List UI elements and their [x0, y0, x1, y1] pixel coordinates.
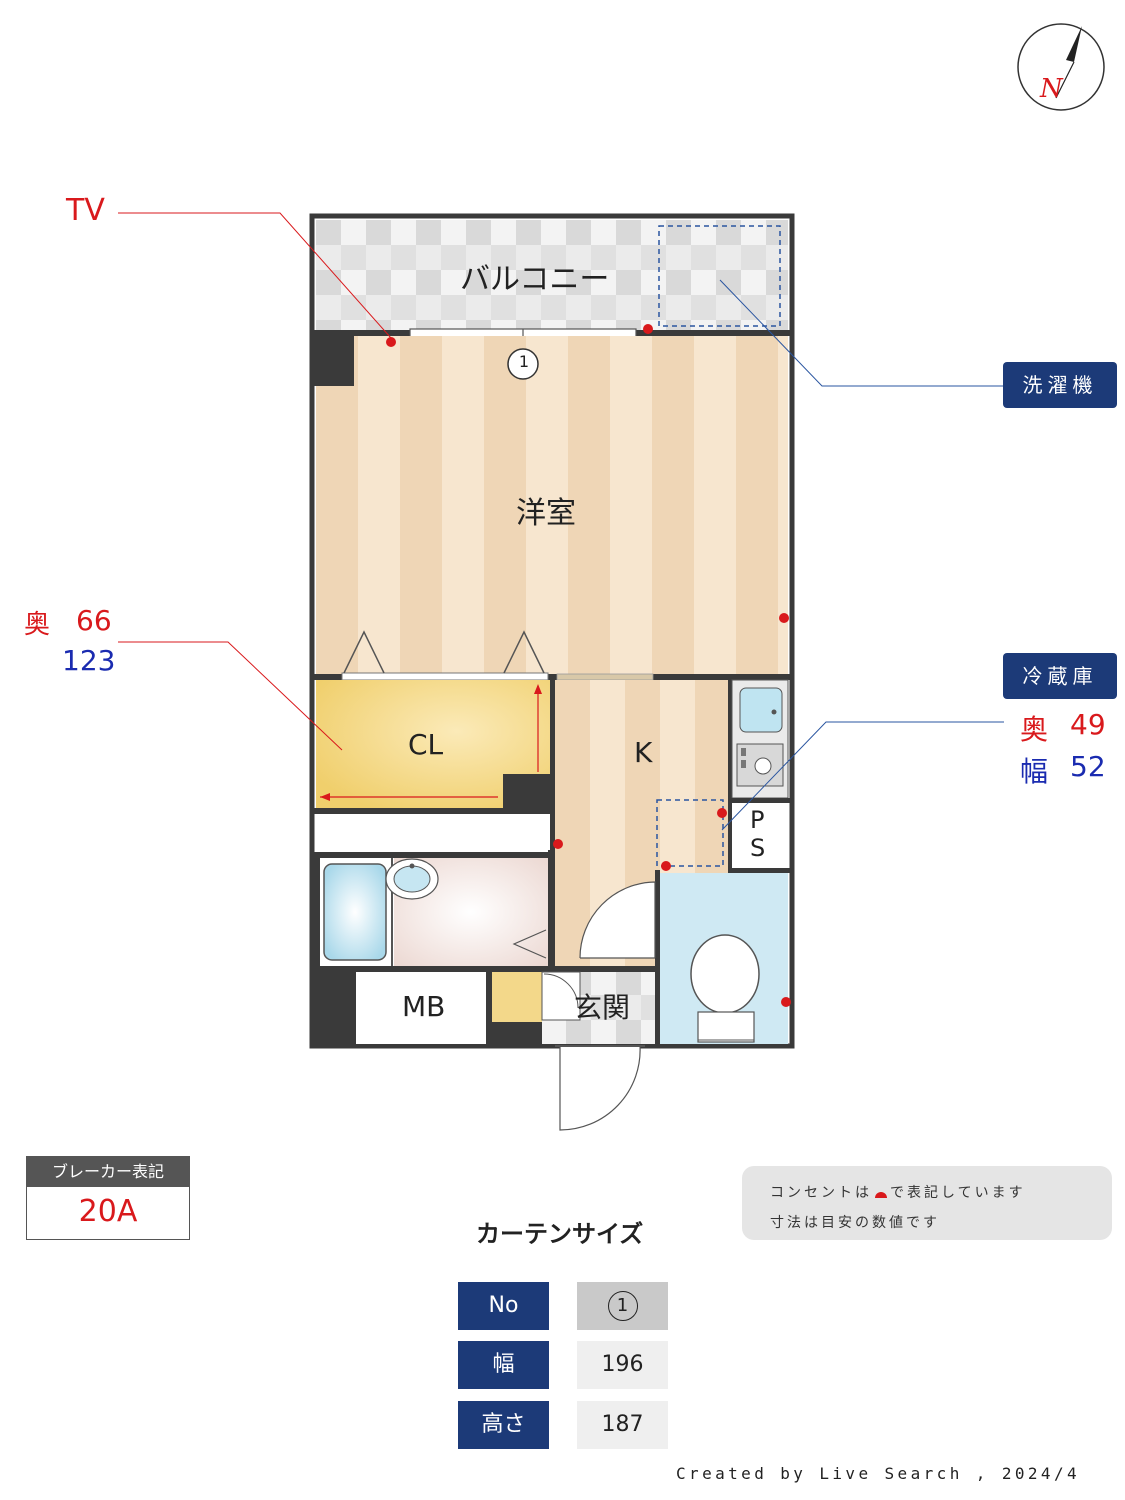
fridge-width-value: 52 — [1070, 750, 1106, 783]
closet-depth-value: 66 — [76, 604, 112, 637]
bathtub-icon — [323, 863, 387, 961]
curtain-row-width-label: 幅 — [458, 1341, 549, 1389]
curtain-row-no-value: 1 — [577, 1282, 668, 1330]
floor-plan — [118, 212, 1004, 1131]
pipe-space-label-p: P — [750, 806, 765, 834]
fridge-label: 冷蔵庫 — [1003, 653, 1117, 699]
closet-callout-line — [118, 641, 343, 751]
closet-width-value: 123 — [62, 644, 116, 677]
western-room-label: 洋室 — [516, 496, 576, 531]
front-door — [559, 1045, 641, 1131]
pipe-space — [732, 803, 788, 869]
balcony-label: バルコニー — [460, 262, 610, 297]
washing-machine-label: 洗濯機 — [1003, 362, 1117, 408]
fridge-space — [656, 799, 724, 867]
legend-note: コンセントは で表記しています 寸法は目安の数値です — [742, 1166, 1112, 1240]
entrance-label: 玄関 — [574, 991, 631, 1024]
shoe-box — [492, 972, 542, 1022]
closet-label: CL — [408, 728, 444, 761]
curtain-row-width-value: 196 — [577, 1341, 668, 1389]
compass-north-label: N — [1039, 74, 1064, 104]
fridge-depth-value: 49 — [1070, 708, 1106, 741]
toilet-icon — [690, 934, 760, 1014]
breaker-title: ブレーカー表記 — [27, 1157, 189, 1187]
kitchen-label: K — [634, 736, 653, 769]
compass: N — [1017, 23, 1105, 111]
closet-depth-label: 奥 — [24, 610, 51, 640]
washbasin-icon — [393, 865, 431, 893]
breaker-box: ブレーカー表記 20A — [26, 1156, 190, 1240]
curtain-title: カーテンサイズ — [476, 1220, 644, 1248]
note-line2: 寸法は目安の数値です — [770, 1215, 940, 1231]
kitchen-sink — [739, 687, 783, 733]
fridge-callout-line — [721, 721, 1004, 831]
curtain-number-badge: 1 — [607, 1291, 638, 1321]
tv-label: TV — [66, 193, 105, 228]
note-line1-prefix: コンセントは — [770, 1185, 872, 1201]
meter-box-label: MB — [402, 990, 446, 1023]
fridge-width-label: 幅 — [1020, 755, 1049, 788]
footer-credit: Created by Live Search , 2024/4 — [676, 1464, 1081, 1483]
washing-machine-space — [658, 225, 781, 327]
balcony-area — [316, 220, 788, 330]
pillar — [314, 336, 354, 386]
tv-callout-line — [118, 212, 392, 339]
outlet-icon — [875, 1192, 887, 1198]
pipe-space-label-s: S — [750, 834, 766, 862]
fridge-depth-label: 奥 — [1020, 713, 1049, 746]
western-room-area — [316, 336, 788, 675]
compass-needle-icon — [1066, 26, 1082, 62]
note-line1-suffix: で表記しています — [890, 1185, 1026, 1201]
window-marker: 1 — [518, 352, 530, 371]
breaker-value: 20A — [78, 1194, 138, 1229]
curtain-row-height-value: 187 — [577, 1401, 668, 1449]
meter-box — [356, 972, 486, 1044]
washer-callout-line — [719, 279, 1004, 387]
curtain-row-no-label: No — [458, 1282, 549, 1330]
curtain-row-height-label: 高さ — [458, 1401, 549, 1449]
